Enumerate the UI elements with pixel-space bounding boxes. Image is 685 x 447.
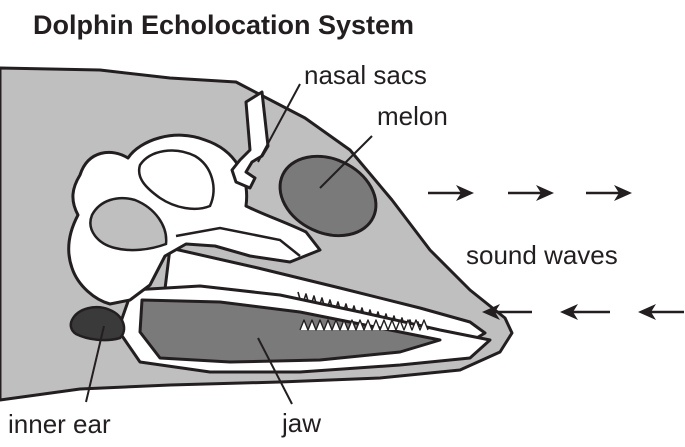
arrow-right-icon	[586, 185, 632, 201]
label-inner-ear: inner ear	[8, 411, 111, 437]
arrow-right-icon	[428, 185, 474, 201]
arrow-left-icon	[638, 304, 684, 320]
label-nasal-sacs: nasal sacs	[304, 62, 427, 88]
arrow-left-icon	[560, 304, 610, 320]
label-sound-waves: sound waves	[466, 242, 618, 268]
label-melon: melon	[377, 103, 448, 129]
label-jaw: jaw	[282, 410, 321, 436]
incoming-arrows	[482, 304, 684, 320]
inner-ear	[71, 307, 124, 340]
outgoing-arrows	[428, 185, 632, 201]
arrow-right-icon	[508, 185, 554, 201]
